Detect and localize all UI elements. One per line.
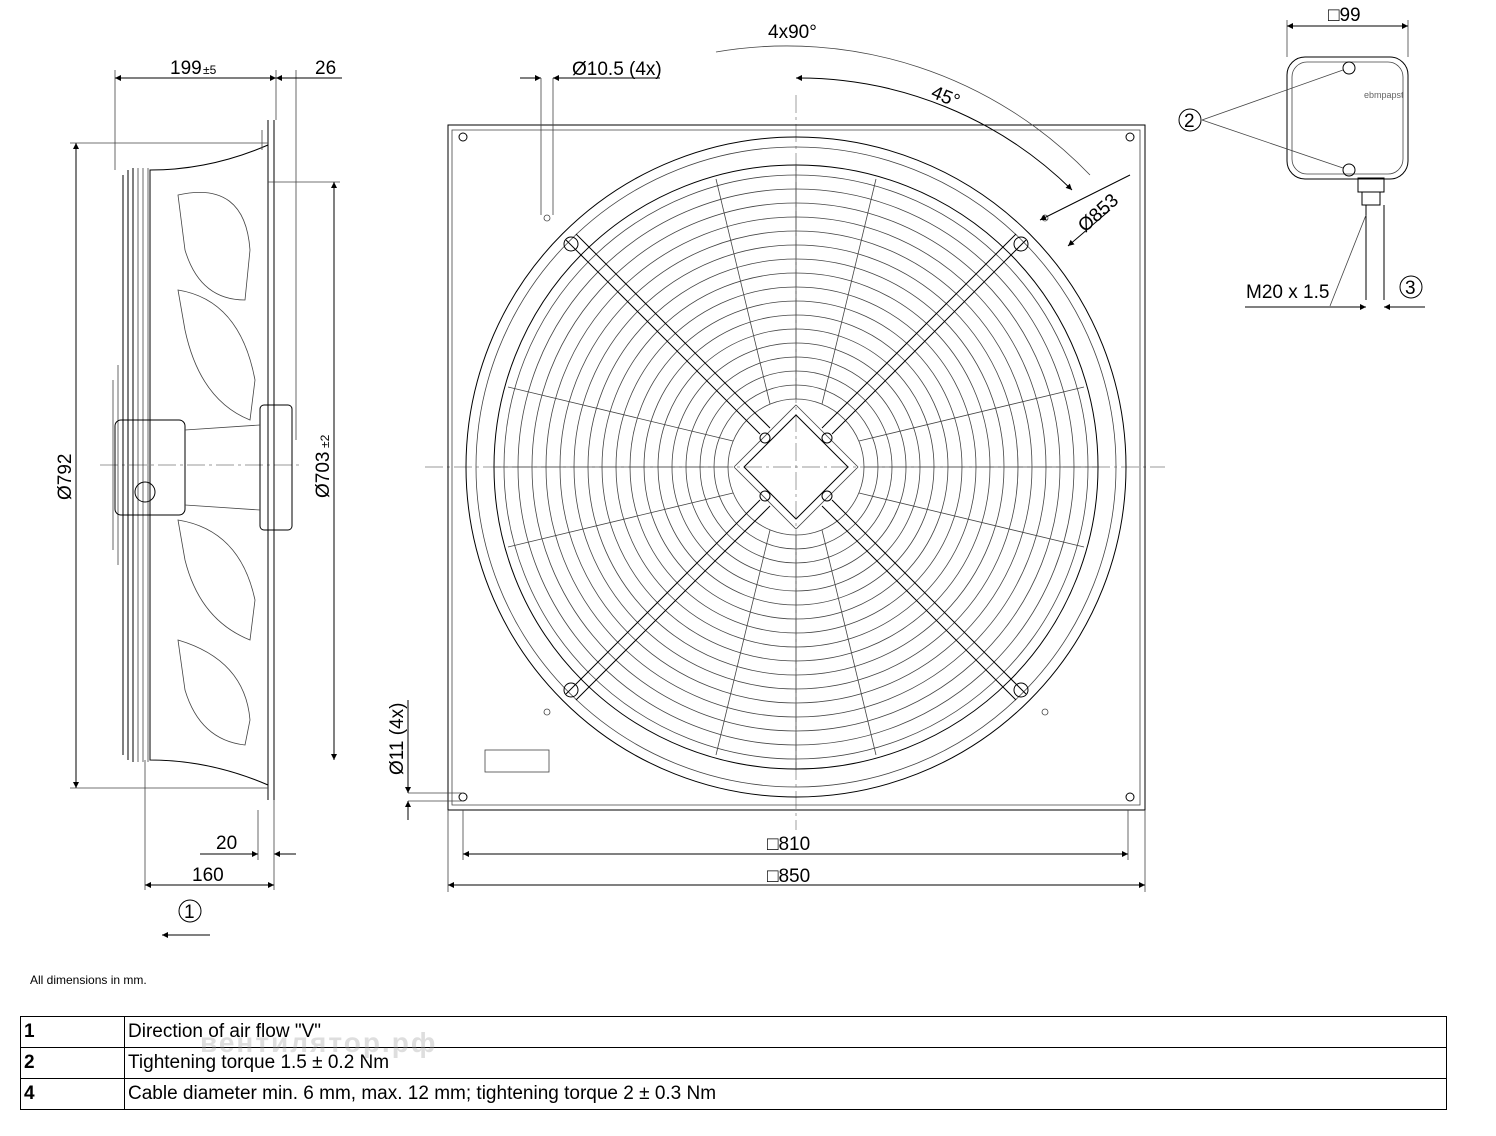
callout-1: 1 — [184, 902, 195, 923]
dim-front-bolt-circle: Ø853 — [1074, 190, 1123, 237]
side-view: 199 ±5 26 Ø792 Ø703 ±2 20 160 1 — [55, 58, 342, 938]
support-struts — [563, 233, 1029, 701]
dim-side-depth-tol: ±5 — [203, 63, 217, 77]
dim-front-inner-square: □810 — [767, 834, 810, 855]
legend-text: Cable diameter min. 6 mm, max. 12 mm; ti… — [124, 1078, 1447, 1110]
dim-front-holes-top: Ø10.5 (4x) — [572, 59, 662, 80]
dim-side-bottom-big: 160 — [192, 865, 224, 886]
dim-side-bottom-small: 20 — [216, 833, 237, 854]
legend-num: 2 — [20, 1047, 125, 1079]
callout-3: 3 — [1405, 278, 1416, 299]
guard-spokes — [494, 165, 1098, 769]
dim-side-inner-tol: ±2 — [318, 434, 332, 448]
dim-side-inner: Ø703 — [313, 452, 334, 498]
dim-box-thread: M20 x 1.5 — [1246, 282, 1329, 303]
dimensions-note: All dimensions in mm. — [30, 973, 147, 987]
dim-front-holes-side: Ø11 (4x) — [387, 702, 408, 775]
legend-num: 4 — [20, 1078, 125, 1110]
dim-front-angle-half: 45° — [928, 82, 963, 112]
guard-ribs — [112, 168, 149, 762]
legend-row: 1 Direction of air flow "V" — [20, 1016, 1447, 1048]
front-view: Ø10.5 (4x) 4x90° 45° Ø853 Ø11 (4x) □810 … — [387, 22, 1165, 892]
dim-side-od: Ø792 — [55, 454, 76, 500]
legend-num: 1 — [20, 1016, 125, 1048]
box-brand: ebmpapst — [1364, 90, 1404, 100]
legend-table: 1 Direction of air flow "V" 2 Tightening… — [20, 1016, 1447, 1110]
dim-front-outer-square: □850 — [767, 866, 810, 887]
technical-drawing: 199 ±5 26 Ø792 Ø703 ±2 20 160 1 — [55, 5, 1425, 938]
dim-side-depth: 199 — [170, 58, 202, 79]
dim-front-angle-total: 4x90° — [768, 22, 817, 43]
terminal-box-view: ebmpapst □99 2 M20 x 1.5 3 — [1178, 5, 1425, 310]
legend-text: Direction of air flow "V" — [124, 1016, 1447, 1048]
dim-box-square: □99 — [1328, 5, 1361, 26]
callout-2: 2 — [1184, 111, 1195, 132]
dim-side-flange: 26 — [315, 58, 336, 79]
legend-row: 4 Cable diameter min. 6 mm, max. 12 mm; … — [20, 1078, 1447, 1110]
watermark: вентилятор.рф — [200, 1027, 438, 1058]
